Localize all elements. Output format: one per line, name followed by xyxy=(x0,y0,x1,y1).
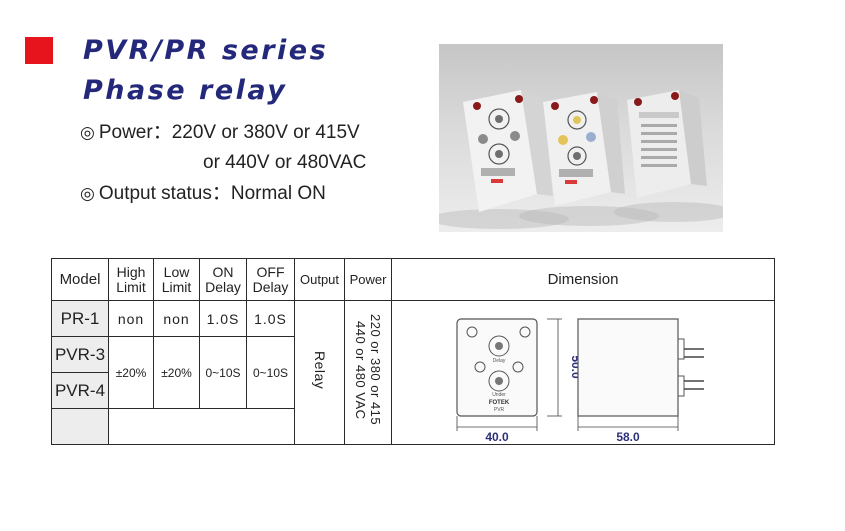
side-view: 58.0 xyxy=(577,318,704,444)
model-cell: PVR-3 xyxy=(51,336,109,373)
header-dimension: Dimension xyxy=(391,258,775,301)
empty-model-cell xyxy=(51,408,109,445)
bullet-icon: ◎ xyxy=(80,184,95,204)
dimension-cell: Delay Under FOTEK PVR 40.0 50.0 xyxy=(391,300,775,445)
under-knob-label: Under xyxy=(492,392,506,398)
product-title: Phase relay xyxy=(83,75,288,106)
low-limit-cell: non xyxy=(153,300,200,337)
table-row: PVR-4 xyxy=(51,372,775,409)
dimension-drawing: Delay Under FOTEK PVR 40.0 50.0 xyxy=(456,318,704,444)
table-row xyxy=(51,408,775,445)
power-value: 220V or 380V or 415V xyxy=(171,122,360,143)
relay-units-image xyxy=(439,90,723,229)
header-power: Power xyxy=(344,258,392,301)
on-delay-cell: 1.0S xyxy=(199,300,247,337)
low-limit-cell: ±20% xyxy=(153,336,200,409)
header-output: Output xyxy=(294,258,345,301)
brand-label: FOTEK xyxy=(489,400,510,406)
relay-unit-1 xyxy=(463,90,553,212)
series-title: PVR/PR series xyxy=(83,35,329,66)
output-value: Normal ON xyxy=(230,183,326,204)
power-value-continued: or 440V or 480VAC xyxy=(203,152,367,173)
header-model: Model xyxy=(51,258,109,301)
output-label: Output status： xyxy=(98,183,231,204)
output-cell: Relay xyxy=(294,300,345,445)
off-delay-cell: 0~10S xyxy=(246,336,295,409)
power-spec: ◎Power：220V or 380V or 415V xyxy=(80,122,360,144)
relay-unit-2 xyxy=(543,92,625,206)
empty-spec-cell xyxy=(108,408,295,445)
output-value: Relay xyxy=(312,350,328,390)
model-cell: PVR-4 xyxy=(51,372,109,409)
red-square-marker xyxy=(25,37,53,64)
on-delay-cell: 0~10S xyxy=(199,336,247,409)
power-label: Power： xyxy=(98,122,172,143)
bullet-icon: ◎ xyxy=(80,123,95,143)
depth-dimension: 58.0 xyxy=(616,430,640,444)
relay-unit-3 xyxy=(627,90,707,198)
high-limit-cell: ±20% xyxy=(108,336,154,409)
front-view: Delay Under FOTEK PVR 40.0 50.0 xyxy=(456,318,583,444)
table-row: PVR-3 ±20% ±20% 0~10S 0~10S xyxy=(51,336,775,409)
delay-knob-label: Delay xyxy=(493,358,506,364)
model-label: PVR xyxy=(494,407,505,413)
output-spec: ◎Output status：Normal ON xyxy=(80,183,326,205)
product-photo xyxy=(439,44,723,232)
table-row: PR-1 non non 1.0S 1.0S Relay 220 or 380 … xyxy=(51,300,775,445)
high-limit-cell: non xyxy=(108,300,154,337)
off-delay-cell: 1.0S xyxy=(246,300,295,337)
width-dimension: 40.0 xyxy=(485,430,509,444)
model-cell: PR-1 xyxy=(51,300,109,337)
